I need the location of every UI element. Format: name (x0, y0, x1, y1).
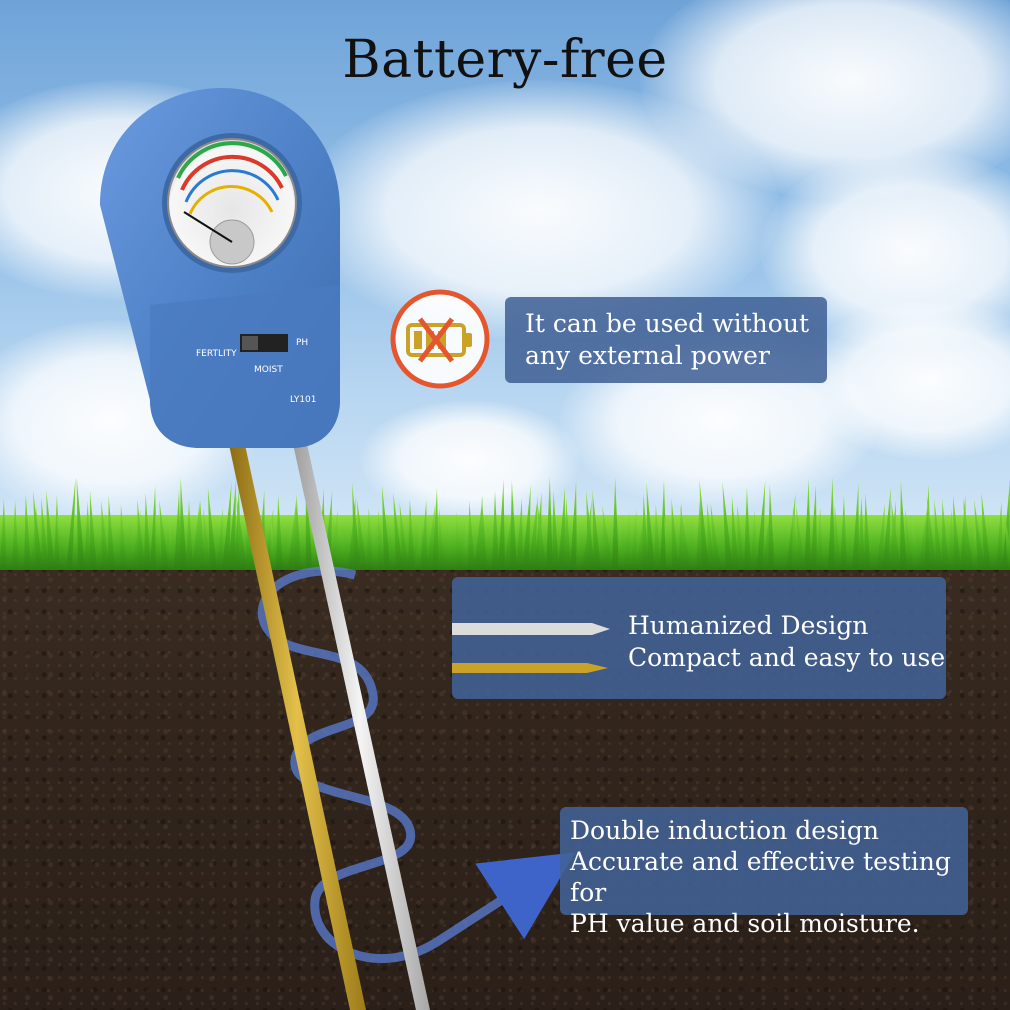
feature-line: Humanized Design (628, 611, 869, 640)
feature-panel-design: Humanized Design Compact and easy to use (452, 577, 946, 699)
feature-panel-power: It can be used without any external powe… (505, 297, 827, 383)
feature-line: It can be used without (525, 309, 809, 338)
silver-probe (290, 430, 430, 1010)
cloud (360, 400, 580, 520)
feature-panel-induction: Double induction design Accurate and eff… (560, 807, 968, 938)
model-label: LY101 (290, 395, 317, 405)
probe-icon (452, 623, 610, 673)
feature-line: Double induction design (570, 816, 880, 845)
no-battery-icon (390, 289, 490, 389)
switch-label-fertility: FERTLITY (196, 349, 237, 359)
feature-line: Compact and easy to use (628, 643, 946, 672)
grass-strip (0, 476, 1010, 570)
feature-line: PH value and soil moisture. (570, 909, 920, 938)
feature-line: Accurate and effective testing for (570, 847, 951, 907)
switch-label-moist: MOIST (254, 365, 283, 375)
feature-line: any external power (525, 341, 770, 370)
gold-probe (228, 440, 366, 1010)
headline: Battery-free (342, 30, 668, 90)
switch-label-ph: PH (296, 338, 308, 348)
